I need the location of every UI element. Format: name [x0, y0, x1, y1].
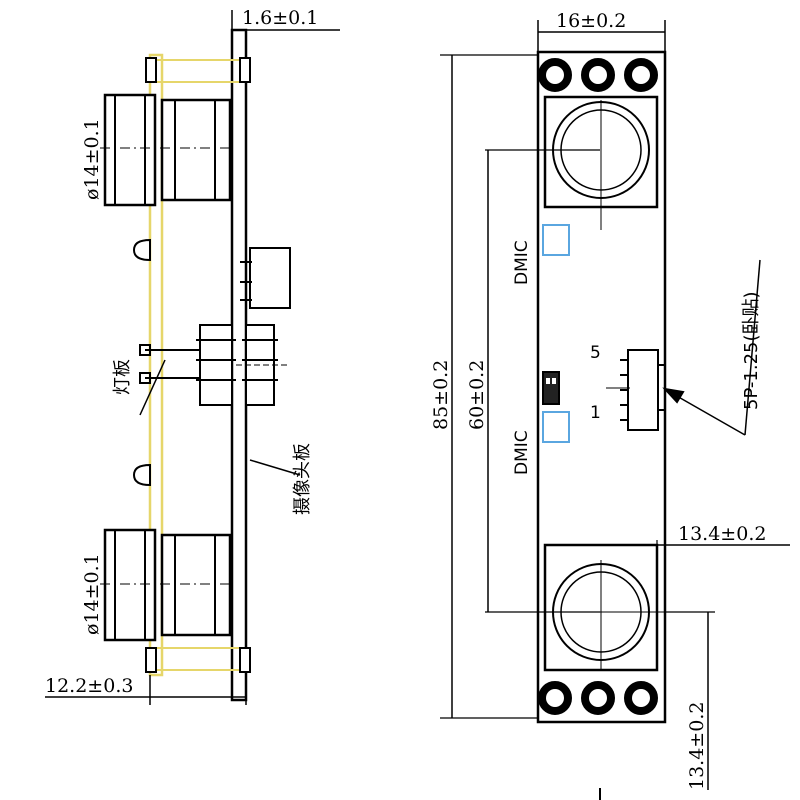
- bottom-offset-label: 13.4±0.2: [686, 702, 708, 790]
- lens-spacing-label: 60±0.2: [466, 360, 488, 430]
- light-board-label: 灯板: [112, 359, 133, 395]
- front-view: [440, 20, 790, 800]
- pin-1-label: 1: [590, 403, 601, 423]
- front-lens-bottom: [540, 543, 665, 672]
- connector-label: 5P-1.25(卧贴): [741, 291, 762, 410]
- bottom-offset-dimension: [665, 611, 715, 790]
- lens-size-dimension: [655, 540, 790, 612]
- dmic-bottom-pad: [542, 411, 570, 443]
- bottom-mounting-holes: [538, 681, 658, 715]
- bottom-width-label: 12.2±0.3: [45, 675, 133, 697]
- total-length-label: 85±0.2: [430, 360, 452, 430]
- front-board: [536, 50, 667, 724]
- dmic-bottom-label: DMIC: [512, 430, 532, 475]
- lens-top-diameter-label: ø14±0.1: [81, 118, 103, 200]
- top-thickness-label: 1.6±0.1: [242, 7, 318, 29]
- front-lens-top: [543, 95, 659, 230]
- connector-leader: [662, 259, 761, 436]
- width-label: 16±0.2: [556, 10, 626, 32]
- dmic-top-label: DMIC: [512, 240, 532, 285]
- side-view: [45, 10, 340, 705]
- lens-bottom-diameter-label: ø14±0.1: [81, 553, 103, 635]
- side-connector-middle: [139, 324, 290, 406]
- lens-size-label: 13.4±0.2: [678, 523, 766, 545]
- bottom-width-dimension: [45, 675, 247, 705]
- side-lens-top: [100, 93, 232, 207]
- camera-board-label: 摄像头板: [292, 443, 313, 515]
- connector-5p: [606, 349, 666, 431]
- side-connector-top: [240, 247, 291, 309]
- center-header: [542, 371, 560, 405]
- width-dimension: [537, 20, 666, 55]
- total-length-dimension: [440, 54, 538, 719]
- dmic-top-pad: [542, 224, 570, 256]
- top-mounting-holes: [538, 58, 658, 92]
- side-lens-bottom: [100, 528, 232, 642]
- pin-5-label: 5: [590, 343, 601, 363]
